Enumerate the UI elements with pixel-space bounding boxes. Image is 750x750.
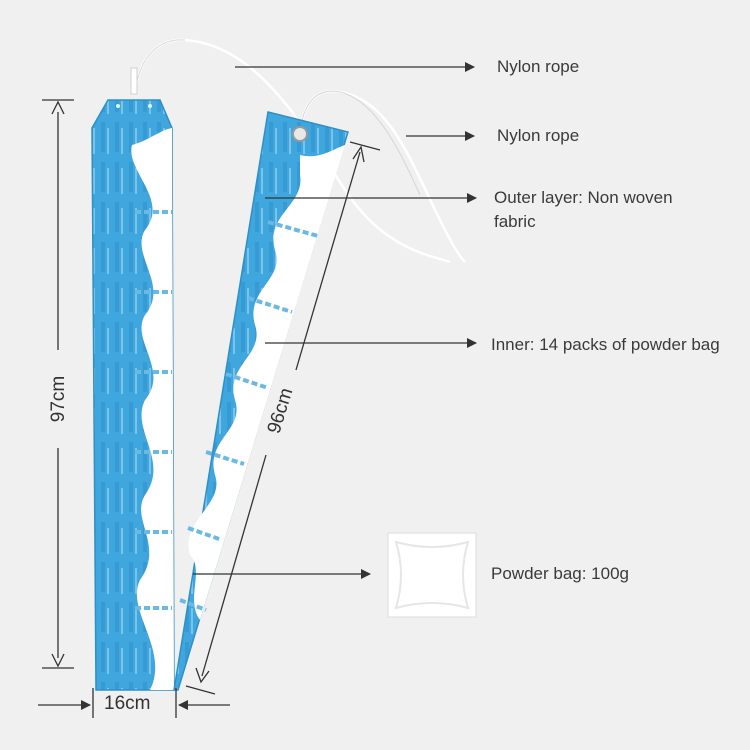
- label-inner: Inner: 14 packs of powder bag: [491, 335, 720, 354]
- nylon-rope-left: [130, 38, 451, 264]
- nylon-rope-right: [298, 89, 466, 263]
- powder-bag-sample: [387, 532, 477, 618]
- label-outer-layer: Outer layer: Non woven fabric: [494, 188, 673, 231]
- left-strip: [91, 99, 175, 691]
- label-powder-bag: Powder bag: 100g: [491, 564, 629, 583]
- label-nylon-rope-top: Nylon rope: [497, 57, 580, 76]
- dimension-16cm: [38, 688, 230, 718]
- dimension-label-16cm: 16cm: [104, 693, 151, 714]
- label-nylon-rope-second: Nylon rope: [497, 126, 580, 145]
- right-strip: [173, 111, 349, 691]
- dimension-label-97cm: 97cm: [48, 375, 69, 423]
- grommet-icon: [292, 126, 308, 142]
- dimension-97cm: [42, 99, 74, 669]
- dimension-96cm: [185, 141, 381, 695]
